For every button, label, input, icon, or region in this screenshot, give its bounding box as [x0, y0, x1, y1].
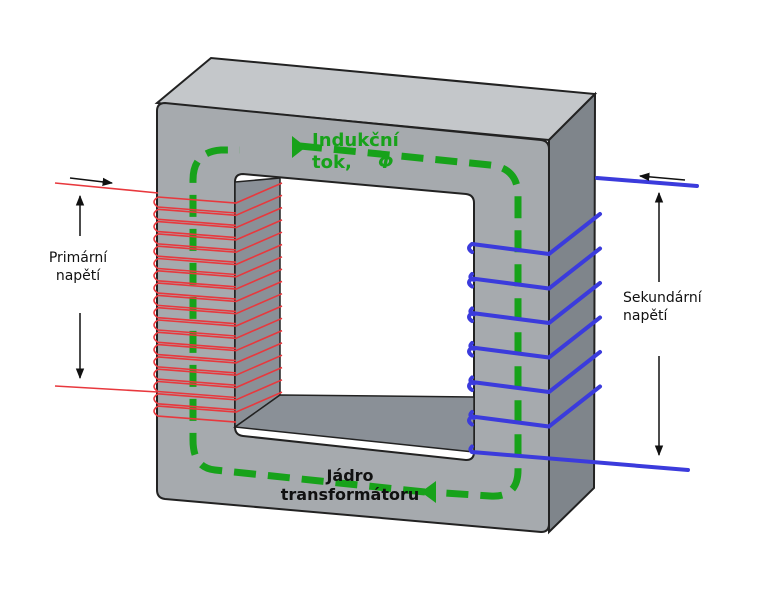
primary-coil-turn — [153, 280, 283, 313]
primary-coil-turn — [153, 391, 283, 423]
flux-label: Indukční — [312, 130, 400, 151]
primary-voltage-label-line1: Primární — [49, 250, 108, 266]
flux-label-line2: tok, — [312, 152, 352, 173]
primary-coil-turn — [153, 305, 283, 337]
core-label-line1: Jádro — [325, 466, 373, 485]
flux-label-line1: Indukční — [312, 130, 400, 151]
primary-coil — [153, 182, 283, 423]
primary-coil-turn — [153, 379, 283, 411]
window-inner-wall-bottom — [232, 394, 475, 453]
core-front-face — [156, 101, 550, 534]
magnetic-flux-path — [299, 142, 522, 500]
primary-coil-turn — [153, 292, 283, 325]
secondary-current-arrow-icon — [638, 172, 686, 182]
primary-coil-turn — [153, 256, 283, 288]
primary-coil-turn — [153, 231, 283, 263]
secondary-lead-bottom — [470, 450, 690, 472]
secondary-coil — [467, 212, 602, 455]
primary-current-arrow-icon — [69, 177, 114, 187]
primary-coil-turn — [153, 206, 283, 239]
primary-coil-turn — [153, 219, 283, 251]
primary-coil-turn — [153, 268, 283, 300]
primary-coil-turn — [153, 329, 283, 362]
window-opening — [282, 180, 472, 395]
primary-coil-turn — [153, 182, 283, 214]
core-label-line2: transformátoru — [281, 485, 419, 504]
primary-coil-turn — [153, 194, 283, 227]
primary-voltage-label-line2: napětí — [56, 268, 101, 284]
secondary-voltage-label-line1: Sekundární — [623, 290, 703, 306]
primary-coil-turn — [153, 354, 283, 386]
core-side-face — [548, 91, 597, 535]
primary-coil-turn — [153, 243, 283, 276]
flux-label-second-line: tok, Φ — [312, 152, 393, 173]
primary-coil-turn — [153, 317, 283, 350]
flux-arrowhead-icon — [292, 136, 306, 158]
secondary-voltage-label-line2: napětí — [623, 308, 668, 324]
secondary-lead-top — [595, 176, 699, 188]
primary-coil-turn — [153, 342, 283, 374]
flux-symbol: Φ — [378, 152, 393, 173]
primary-lead-top — [54, 182, 159, 194]
primary-lead-bottom — [54, 385, 159, 393]
flux-arrowhead-icon — [421, 481, 436, 503]
